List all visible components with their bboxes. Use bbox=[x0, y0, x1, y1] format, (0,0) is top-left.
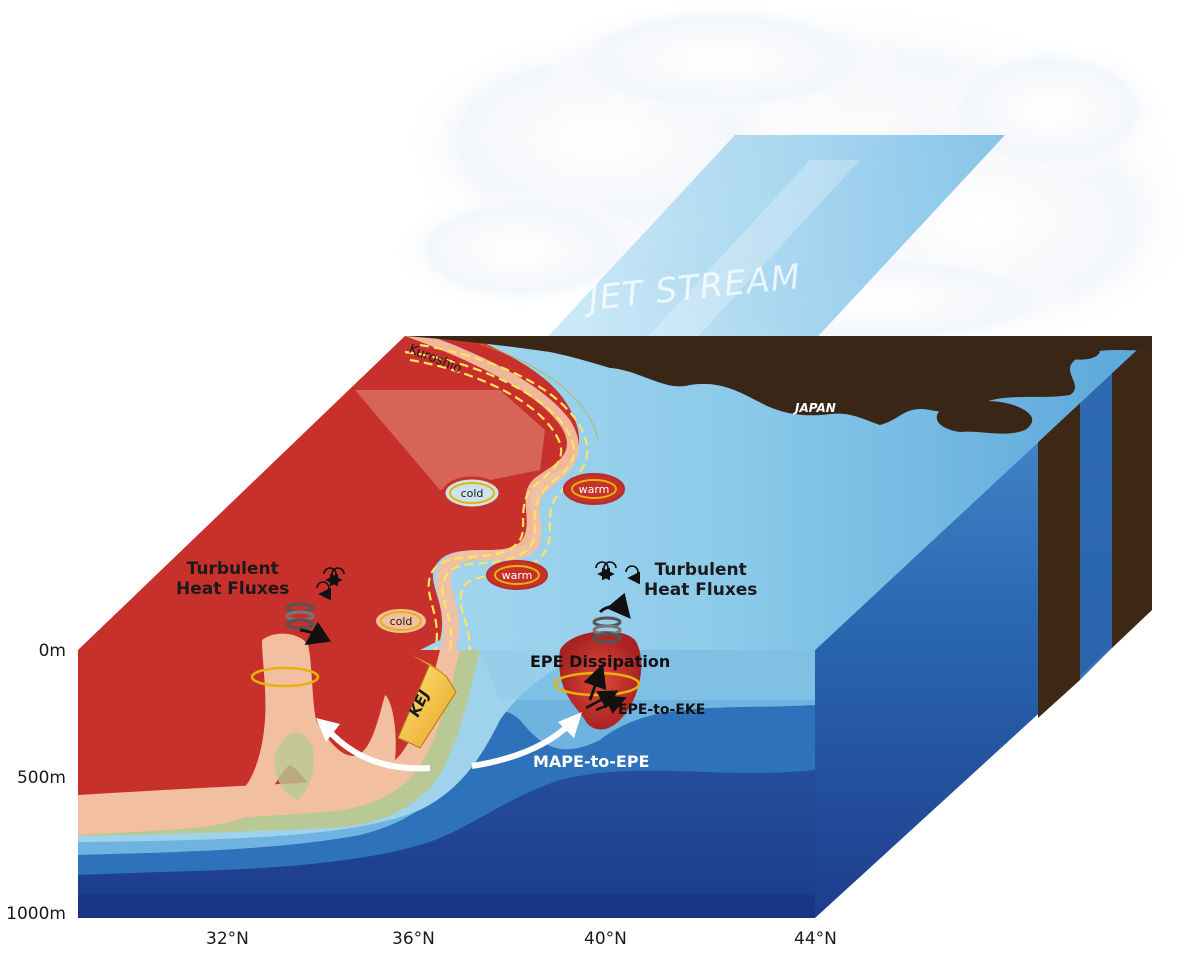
eddy-label: warm bbox=[502, 569, 533, 582]
depth-label-500m: 500m bbox=[16, 768, 66, 788]
turbulent-heat-fluxes-left: Turbulent Heat Fluxes bbox=[176, 559, 289, 599]
japan-label: JAPAN bbox=[793, 401, 836, 415]
epe-dissipation-label: EPE Dissipation bbox=[530, 652, 671, 671]
flux-right-line2: Heat Fluxes bbox=[644, 580, 758, 600]
eddy-warm-2: warm bbox=[486, 560, 548, 590]
depth-label-1000m: 1000m bbox=[6, 904, 66, 924]
eddy-label: cold bbox=[390, 615, 413, 628]
jet-stream-band bbox=[540, 135, 1005, 345]
mixed-layer-plume bbox=[78, 633, 396, 835]
turbulent-heat-fluxes-right: Turbulent Heat Fluxes bbox=[644, 560, 757, 600]
warm-water-top bbox=[78, 336, 580, 650]
japan-landmass bbox=[405, 336, 1152, 434]
heat-flux-spiral-left bbox=[250, 602, 332, 688]
eddy-cold-2: cold bbox=[374, 607, 428, 635]
kej-arrow: KEJ bbox=[397, 655, 457, 749]
eddy-label: cold bbox=[461, 487, 484, 500]
heat-flux-spiral-right bbox=[553, 592, 641, 715]
flux-right-line1: Turbulent bbox=[654, 560, 747, 580]
lat-label-40n: 40°N bbox=[584, 929, 627, 949]
mape-to-epe-label: MAPE-to-EPE bbox=[533, 752, 650, 771]
flux-left-line1: Turbulent bbox=[186, 559, 279, 579]
swirl-icons-left bbox=[316, 567, 345, 601]
land-section-outer bbox=[1112, 336, 1152, 648]
lat-label-36n: 36°N bbox=[392, 929, 435, 949]
eddy-cold-1: cold bbox=[442, 476, 502, 510]
swirl-icons-right bbox=[595, 561, 641, 585]
eddy-label: warm bbox=[579, 483, 610, 496]
eddy-warm-1: warm bbox=[563, 473, 625, 505]
epe-to-eke-label: EPE-to-EKE bbox=[618, 702, 706, 718]
depth-label-0m: 0m bbox=[38, 641, 66, 661]
flux-left-line2: Heat Fluxes bbox=[176, 579, 290, 599]
lat-label-32n: 32°N bbox=[206, 929, 249, 949]
land-section-inner bbox=[1038, 398, 1080, 718]
lat-label-44n: 44°N bbox=[794, 929, 837, 949]
energy-conversion-arrows bbox=[316, 712, 582, 772]
